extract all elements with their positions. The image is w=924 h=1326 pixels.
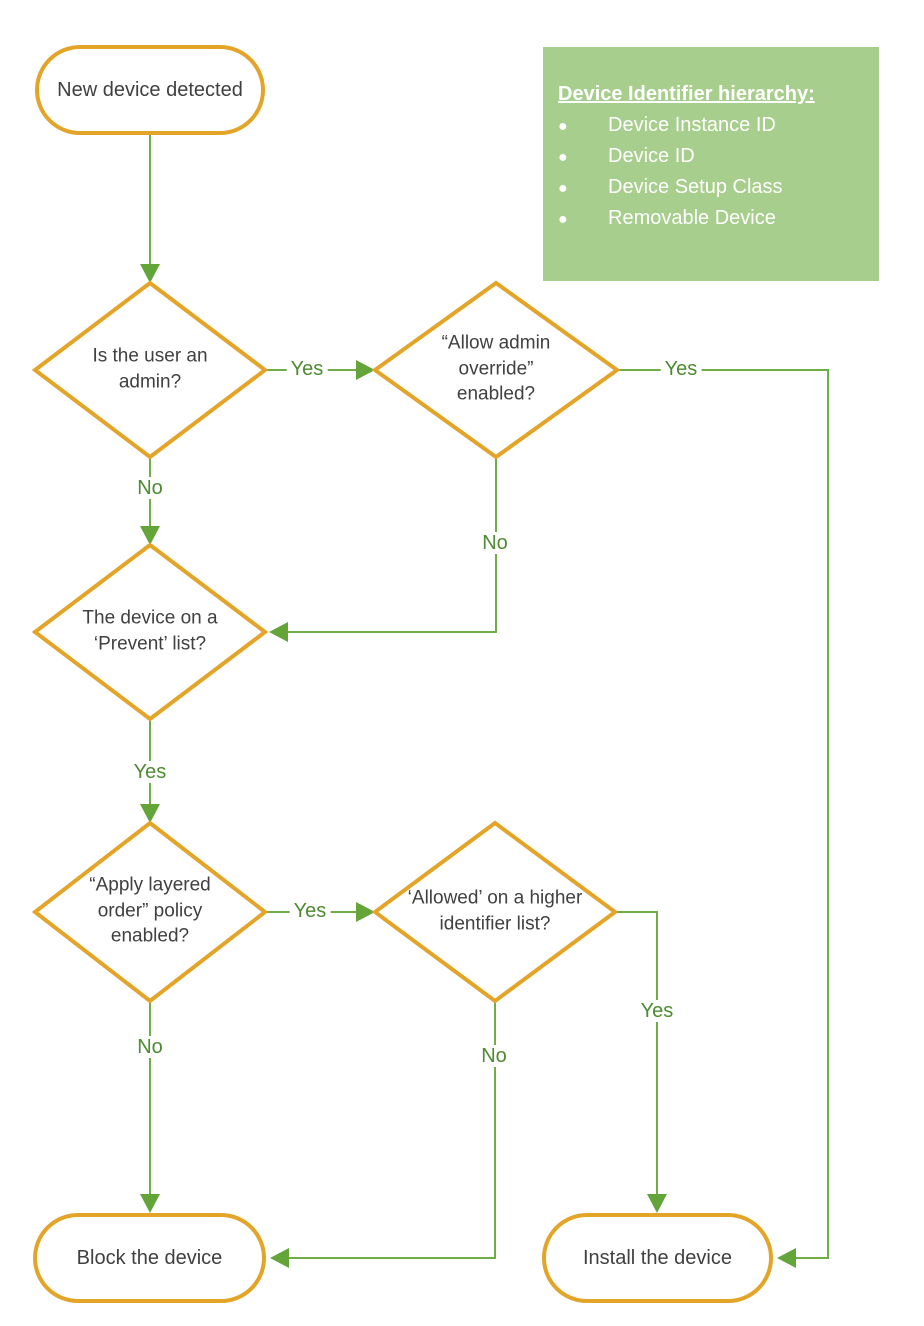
device-identifier-hierarchy-box: Device Identifier hierarchy: ● Device In… xyxy=(543,47,879,281)
info-box-title: Device Identifier hierarchy: xyxy=(558,83,815,105)
arrowhead-down-icon xyxy=(140,264,160,283)
list-item: ● Device Instance ID xyxy=(558,114,869,145)
diamond-is-user-admin xyxy=(31,280,269,460)
edge-d5-no-to-block xyxy=(273,1001,496,1259)
edge-label-d5-yes: Yes xyxy=(636,1000,678,1022)
edge-label-d4-yes: Yes xyxy=(289,900,331,922)
arrowhead-right-icon xyxy=(356,360,375,380)
diamond-allowed-higher-identifier xyxy=(371,820,619,1004)
edge-d5-yes-to-install xyxy=(615,911,658,1211)
list-item: ● Device ID xyxy=(558,145,869,176)
node-start-label: New device detected xyxy=(57,78,243,101)
arrowheads xyxy=(140,264,796,1268)
diamond-is-user-admin-label: Is the user an admin? xyxy=(92,345,208,392)
arrowhead-down-icon xyxy=(140,526,160,545)
edge-label-d2-no: No xyxy=(478,532,512,554)
node-start: New device detected xyxy=(35,45,265,135)
edge-label-d3-yes: Yes xyxy=(129,761,171,783)
list-item-label: Removable Device xyxy=(608,207,776,229)
list-item: ● Removable Device xyxy=(558,207,869,238)
edge-label-d1-yes: Yes xyxy=(286,358,328,380)
diamond-apply-layered-order-label: “Apply layered order” policy enabled? xyxy=(89,874,211,947)
list-item-label: Device Instance ID xyxy=(608,114,776,136)
node-block-device: Block the device xyxy=(33,1213,266,1303)
diamond-apply-layered-order xyxy=(31,820,269,1004)
edge-label-d5-no: No xyxy=(477,1045,511,1067)
list-item-label: Device Setup Class xyxy=(608,176,783,198)
bullet-icon: ● xyxy=(558,118,568,135)
edge-label-d4-no: No xyxy=(133,1036,167,1058)
edge-label-d1-no: No xyxy=(133,477,167,499)
bullet-icon: ● xyxy=(558,149,568,166)
decision-diamonds xyxy=(31,280,621,1004)
diamond-prevent-list-label: The device on a ‘Prevent’ list? xyxy=(82,607,218,654)
edge-d2-no-to-d3 xyxy=(272,457,497,633)
bullet-icon: ● xyxy=(558,180,568,197)
list-item-label: Device ID xyxy=(608,145,695,167)
arrowhead-down-icon xyxy=(140,804,160,823)
node-block-device-label: Block the device xyxy=(76,1246,223,1269)
arrowhead-right-icon xyxy=(356,902,375,922)
edge-label-d2-yes: Yes xyxy=(660,358,702,380)
arrowhead-left-icon xyxy=(777,1248,796,1268)
edge-d2-yes-to-install xyxy=(617,369,829,1259)
arrowhead-left-icon xyxy=(270,1248,289,1268)
diamond-allowed-higher-identifier-label: ‘Allowed’ on a higher identifier list? xyxy=(407,887,583,934)
node-install-device: Install the device xyxy=(542,1213,773,1303)
diamond-prevent-list xyxy=(31,542,269,722)
bullet-icon: ● xyxy=(558,211,568,228)
arrowhead-left-icon xyxy=(269,622,288,642)
arrowhead-down-icon xyxy=(140,1194,160,1213)
node-install-device-label: Install the device xyxy=(583,1246,732,1269)
diamond-allow-admin-override xyxy=(371,280,621,460)
diamond-allow-admin-override-label: “Allow admin override” enabled? xyxy=(441,332,551,405)
arrowhead-down-icon xyxy=(647,1194,667,1213)
list-item: ● Device Setup Class xyxy=(558,176,869,207)
